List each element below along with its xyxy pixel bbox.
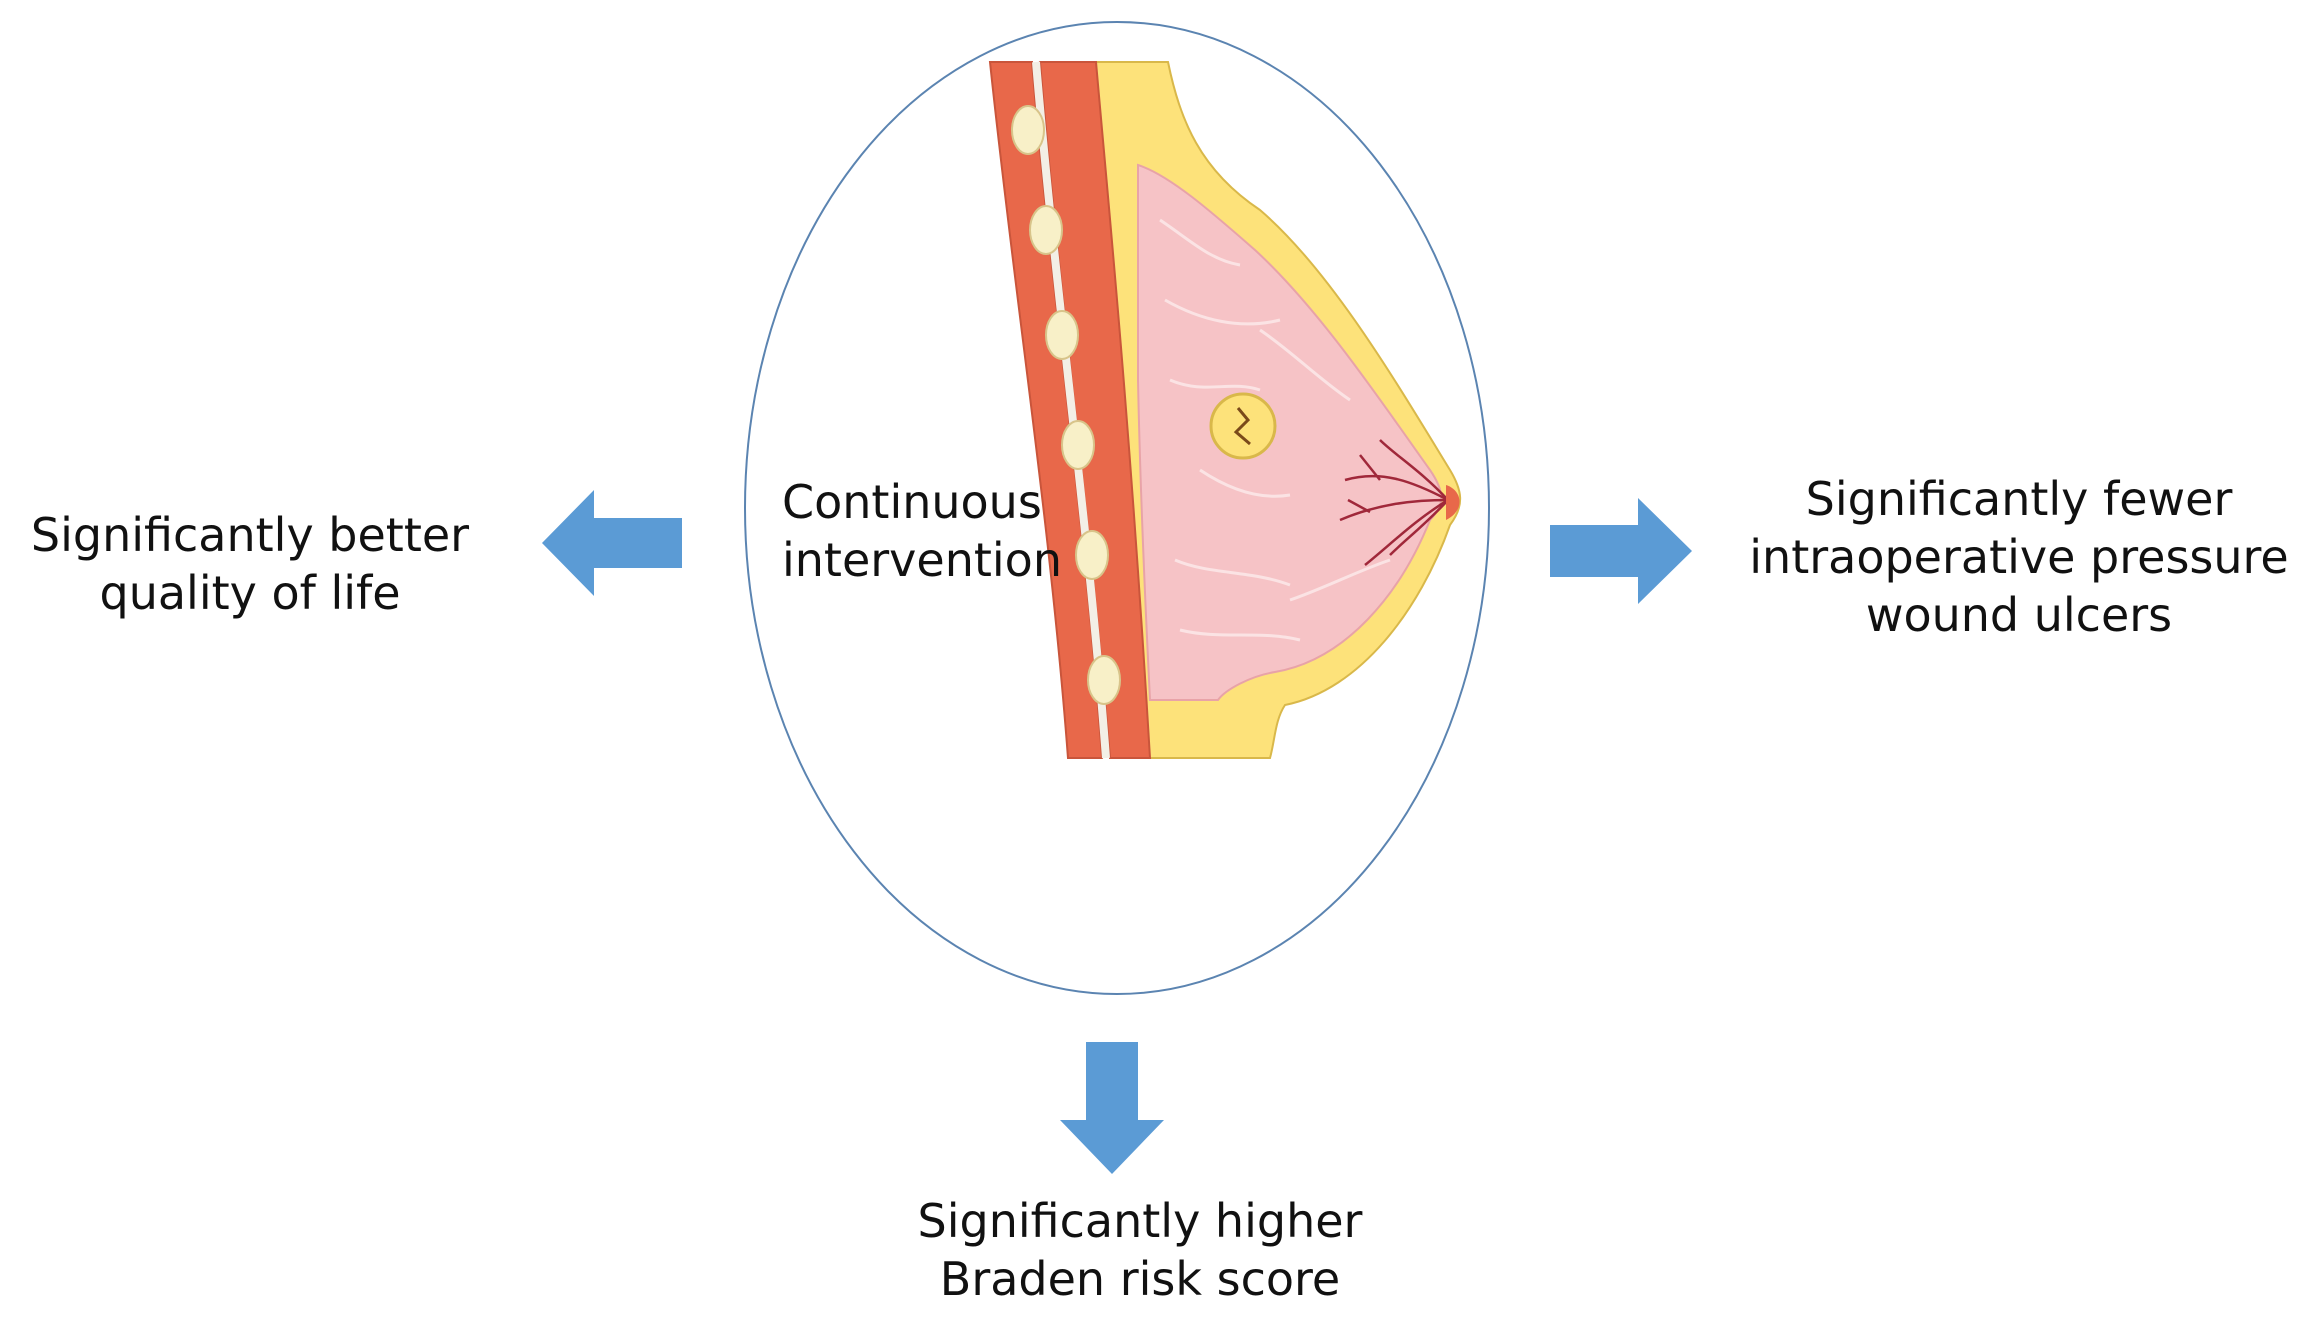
- milk-ducts: [1339, 439, 1449, 566]
- outcome-right-line: wound ulcers: [1865, 588, 2173, 642]
- ribs: [1011, 105, 1121, 705]
- outcome-left-label: Significantly better quality of life: [0, 506, 500, 622]
- outcome-left-line: quality of life: [99, 566, 401, 620]
- breast-anatomy-cross-section-icon: [988, 61, 1462, 759]
- outcome-right-line: Significantly fewer: [1805, 472, 2233, 526]
- arrow-left-icon: [542, 490, 682, 596]
- lump-core: [1233, 407, 1251, 446]
- center-label: Continuous intervention: [782, 473, 1082, 589]
- outcome-right-label: Significantly fewer intraoperative press…: [1730, 470, 2308, 644]
- outcome-bottom-line: Significantly higher: [917, 1194, 1363, 1248]
- arrow-right-icon: [1550, 498, 1692, 604]
- arrow-down-icon: [1060, 1042, 1164, 1174]
- center-label-line: Continuous: [782, 475, 1042, 529]
- gland-tissue: [1137, 163, 1443, 701]
- outcome-bottom-label: Significantly higher Braden risk score: [880, 1192, 1400, 1308]
- center-label-line: intervention: [782, 533, 1062, 587]
- outcome-left-line: Significantly better: [30, 508, 470, 562]
- center-ellipse: [744, 21, 1490, 995]
- lobule-lines: [1159, 218, 1391, 642]
- outcome-bottom-line: Braden risk score: [939, 1252, 1341, 1306]
- nipple: [1446, 485, 1460, 520]
- outcome-right-line: intraoperative pressure: [1749, 530, 2289, 584]
